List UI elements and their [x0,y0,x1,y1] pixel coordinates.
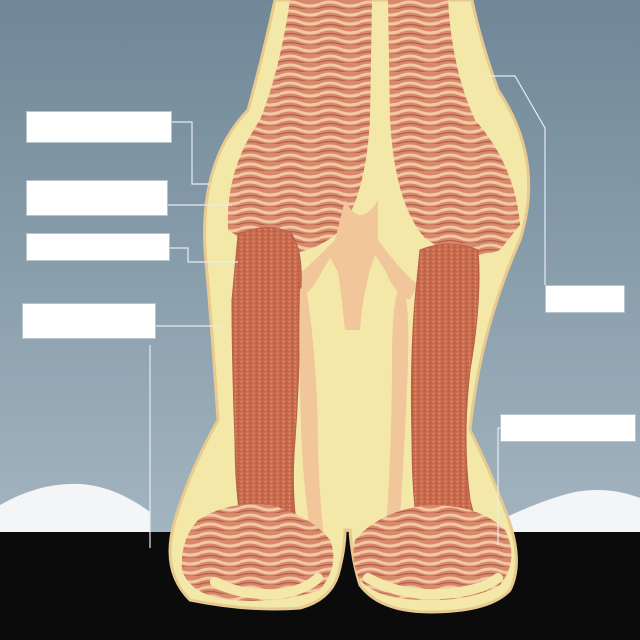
foot-left [181,504,334,601]
label-left-1-line-1 [32,115,166,125]
label-box-right-2 [500,414,636,442]
label-box-left-4 [22,303,156,339]
label-right-2-line-1 [506,418,630,428]
calf-muscle-right [410,243,481,546]
tendon-left [299,280,325,545]
leader-line-right-2 [497,427,500,545]
label-right-2-line-2 [506,428,630,438]
label-left-4-line-2 [28,317,150,327]
label-left-4-line-1 [28,307,150,317]
label-box-left-2 [26,180,168,216]
central-tendon [285,200,418,330]
heel-pad-left [210,573,323,600]
foot-right [353,505,512,601]
heel-pad-right [363,573,503,600]
label-left-2-line-1 [32,184,162,194]
upper-muscle-right [388,0,520,256]
calf-muscle-left [231,227,302,546]
label-box-left-1 [26,111,172,143]
label-right-1-line-2 [551,299,619,309]
leader-lines [149,75,546,548]
label-box-right-1 [545,285,625,313]
snow-hill-left [0,483,150,540]
label-left-2-line-2 [32,194,162,204]
leader-line-left-3 [170,247,238,263]
label-left-3-line-1 [32,237,164,247]
label-left-1-line-2 [32,125,166,135]
snow-hill-right [490,490,640,540]
leader-line-right-1 [488,75,546,285]
label-left-3-line-2 [32,247,164,257]
label-right-1-line-1 [551,289,619,299]
leader-line-left-1 [172,121,210,185]
upper-muscle-left [227,0,372,254]
label-box-left-3 [26,233,170,261]
tendon-right [385,285,409,545]
